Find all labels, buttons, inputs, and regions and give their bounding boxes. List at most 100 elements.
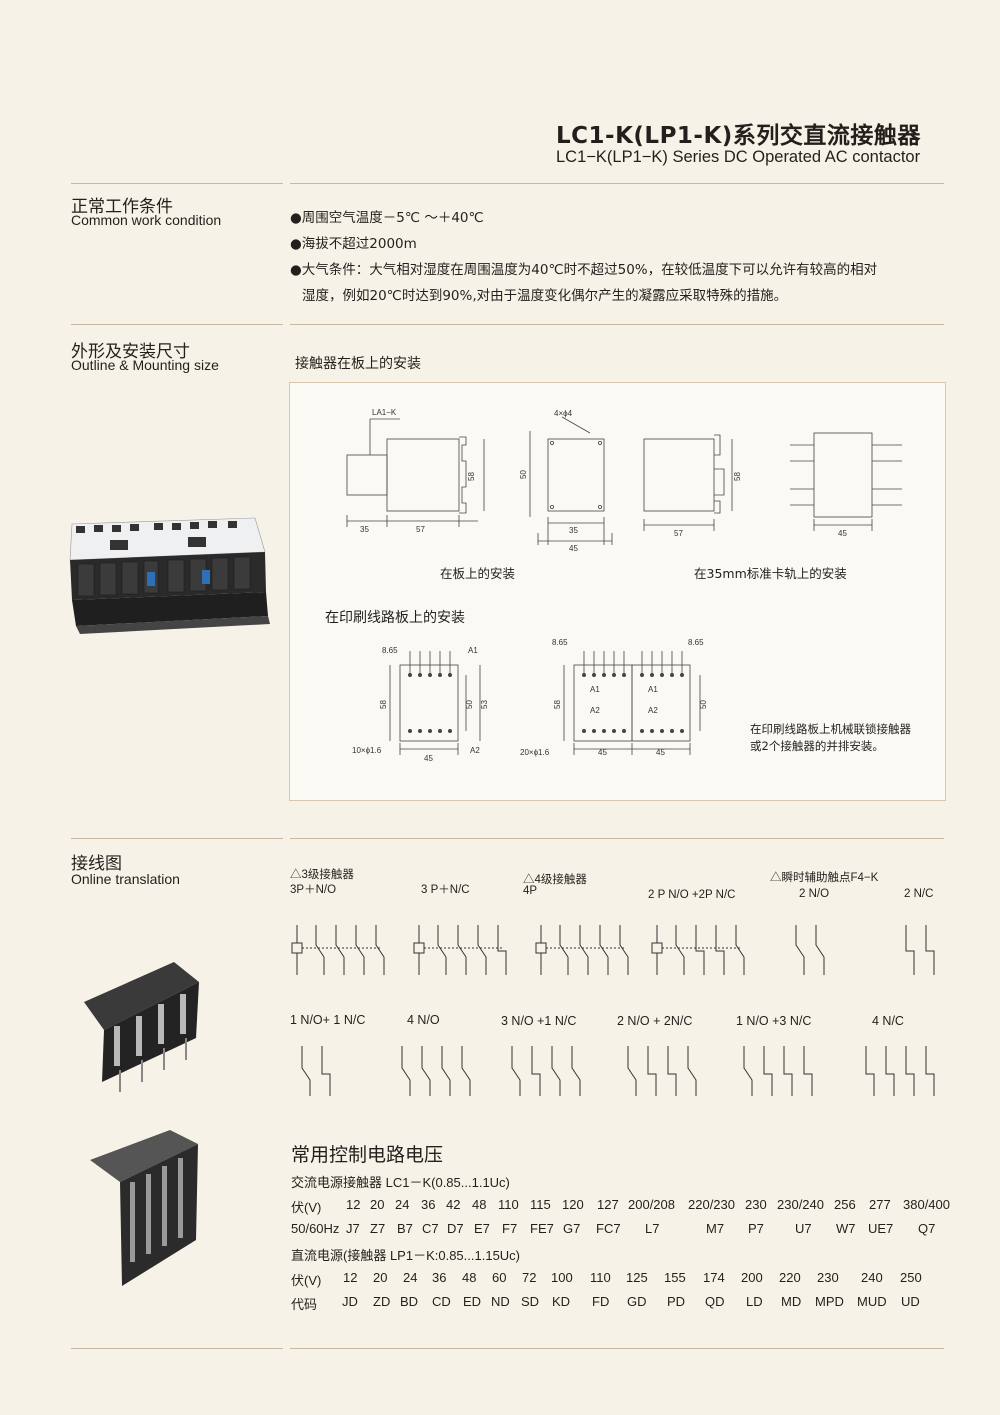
diagram-label: 3 P＋N/C bbox=[421, 884, 470, 896]
group-label: △4级接触器 bbox=[523, 874, 587, 886]
row-label: 伏(V) bbox=[291, 1200, 322, 1215]
dim-label: 8.65 bbox=[382, 646, 398, 655]
voltage-value: 48 bbox=[472, 1197, 487, 1212]
code-value: B7 bbox=[397, 1221, 413, 1236]
dim-label: 45 bbox=[569, 544, 578, 553]
code-value: ED bbox=[463, 1294, 482, 1309]
voltage-value: 24 bbox=[403, 1270, 418, 1285]
diagram-label: 4 N/O bbox=[407, 1013, 440, 1027]
code-value: W7 bbox=[836, 1221, 856, 1236]
diagram-label: 3P＋N/O bbox=[290, 884, 337, 896]
voltage-value: 36 bbox=[421, 1197, 436, 1212]
divider bbox=[71, 1348, 283, 1349]
dim-label: 53 bbox=[480, 700, 489, 709]
voltage-value: 220/230 bbox=[688, 1197, 735, 1212]
diagram-label: 2 N/O + 2N/C bbox=[617, 1014, 693, 1028]
dim-label: A1 bbox=[648, 685, 658, 694]
code-value: L7 bbox=[645, 1221, 660, 1236]
voltage-value: 250 bbox=[900, 1270, 922, 1285]
code-value: BD bbox=[400, 1294, 419, 1309]
code-value: M7 bbox=[706, 1221, 725, 1236]
code-value: P7 bbox=[748, 1221, 764, 1236]
auxiliary-block-photo bbox=[84, 962, 199, 1092]
code-value: UD bbox=[901, 1294, 920, 1309]
voltage-value: 230 bbox=[745, 1197, 767, 1212]
code-value: GD bbox=[627, 1294, 647, 1309]
row-label: 50/60Hz bbox=[291, 1221, 340, 1236]
pcb-title: 在印刷线路板上的安装 bbox=[325, 610, 465, 626]
voltage-value: 110 bbox=[498, 1197, 519, 1212]
code-value: SD bbox=[521, 1294, 540, 1309]
code-value: MD bbox=[781, 1294, 802, 1309]
pcb-note: 在印刷线路板上机械联锁接触器 bbox=[750, 722, 911, 736]
voltage-value: 230 bbox=[817, 1270, 839, 1285]
diagram-label: 2 P N/O +2P N/C bbox=[648, 889, 736, 901]
voltage-value: 200/208 bbox=[628, 1197, 675, 1212]
code-value: FD bbox=[592, 1294, 610, 1309]
voltage-value: 60 bbox=[492, 1270, 507, 1285]
diagram-label: 1 N/O+ 1 N/C bbox=[290, 1013, 366, 1027]
code-value: CD bbox=[432, 1294, 451, 1309]
divider bbox=[290, 183, 944, 184]
subsection-title: 接触器在板上的安装 bbox=[295, 356, 421, 372]
code-value: MUD bbox=[857, 1294, 887, 1309]
wiring-diagrams-row-1 bbox=[291, 925, 935, 975]
divider bbox=[290, 324, 944, 325]
section-subtitle: Common work condition bbox=[71, 212, 222, 228]
dim-label: 45 bbox=[424, 754, 433, 763]
diagram-label: 4P bbox=[523, 885, 538, 897]
voltage-value: 200 bbox=[741, 1270, 763, 1285]
code-value: D7 bbox=[447, 1221, 464, 1236]
condition-line: ●周围空气温度－5℃ ～＋40℃ bbox=[290, 210, 484, 226]
pcb-note: 或2个接触器的并排安装。 bbox=[750, 739, 884, 753]
code-value: Z7 bbox=[370, 1221, 386, 1236]
voltage-value: 277 bbox=[869, 1197, 891, 1212]
voltage-value: 20 bbox=[373, 1270, 388, 1285]
voltage-value: 36 bbox=[432, 1270, 447, 1285]
auxiliary-block-photo bbox=[90, 1130, 198, 1286]
divider bbox=[290, 838, 944, 839]
divider bbox=[290, 1348, 944, 1349]
code-value: PD bbox=[667, 1294, 686, 1309]
section-title: 接线图 bbox=[71, 854, 122, 874]
group-label: △3级接触器 bbox=[290, 869, 354, 881]
mounting-drawing: LA1−K 35 57 58 4×ϕ4 50 35 45 57 58 45 8.… bbox=[289, 382, 946, 801]
voltage-title: 常用控制电路电压 bbox=[291, 1144, 444, 1166]
code-value: JD bbox=[342, 1294, 358, 1309]
voltage-value: 220 bbox=[779, 1270, 801, 1285]
dim-label: A2 bbox=[470, 746, 480, 755]
voltage-value: 24 bbox=[395, 1197, 410, 1212]
code-value: ND bbox=[491, 1294, 510, 1309]
voltage-value: 155 bbox=[664, 1270, 686, 1285]
divider bbox=[71, 183, 283, 184]
dim-label: 35 bbox=[360, 525, 369, 534]
divider bbox=[71, 838, 283, 839]
voltage-value: 120 bbox=[562, 1197, 584, 1212]
voltage-value: 42 bbox=[446, 1197, 461, 1212]
code-value: U7 bbox=[795, 1221, 812, 1236]
dim-label: 57 bbox=[674, 529, 683, 538]
dim-label: LA1−K bbox=[372, 408, 397, 417]
code-value: KD bbox=[552, 1294, 571, 1309]
dc-title: 直流电源(接触器 LP1－K:0.85...1.15Uc) bbox=[291, 1248, 521, 1263]
section-title: 外形及安装尺寸 bbox=[71, 342, 190, 362]
dim-label: 50 bbox=[699, 700, 708, 709]
dim-label: 45 bbox=[838, 529, 847, 538]
dim-label: 57 bbox=[416, 525, 425, 534]
voltage-value: 127 bbox=[597, 1197, 619, 1212]
dim-label: 45 bbox=[656, 748, 665, 757]
code-value: ZD bbox=[373, 1294, 391, 1309]
contactor-photo bbox=[69, 517, 270, 634]
dim-label: 58 bbox=[553, 700, 562, 709]
caption: 在板上的安装 bbox=[440, 566, 516, 581]
voltage-value: 12 bbox=[346, 1197, 361, 1212]
dim-label: 45 bbox=[598, 748, 607, 757]
voltage-value: 12 bbox=[343, 1270, 358, 1285]
voltage-value: 380/400 bbox=[903, 1197, 950, 1212]
condition-line: ●大气条件：大气相对湿度在周围温度为40℃时不超过50%，在较低温度下可以允许有… bbox=[290, 262, 878, 278]
page-title: LC1-K(LP1-K)系列交直流接触器 bbox=[556, 123, 921, 149]
dim-label: 58 bbox=[379, 700, 388, 709]
dim-label: 8.65 bbox=[552, 638, 568, 647]
code-value: C7 bbox=[422, 1221, 439, 1236]
dim-label: 58 bbox=[733, 472, 742, 481]
